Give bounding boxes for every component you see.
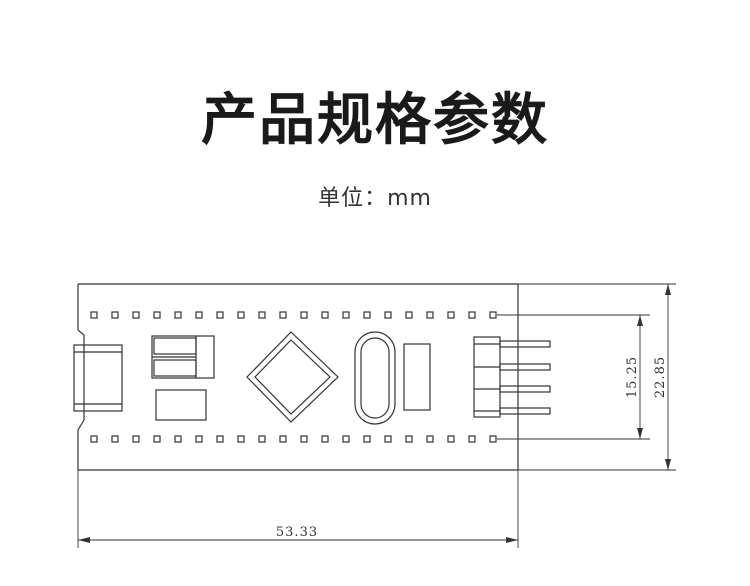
- bottom-pin-row: [90, 435, 497, 443]
- dimension-arrows: [78, 284, 671, 543]
- page-title: 产品规格参数: [201, 88, 549, 153]
- crystal-oscillator: [354, 331, 396, 425]
- width-dimension-label: 22.85: [653, 356, 668, 398]
- regulator-chip: [155, 389, 207, 421]
- button-component: [151, 335, 215, 379]
- length-dimension-label: 53.33: [276, 525, 318, 540]
- pin-span-dimension-label: 15.25: [625, 356, 640, 398]
- unit-label: 单位：mm: [318, 186, 432, 211]
- top-pin-row: [90, 311, 497, 319]
- small-chip: [403, 343, 431, 411]
- usb-connector: [73, 344, 123, 412]
- mcu-chip: [246, 331, 339, 423]
- dimension-lines: [77, 283, 676, 548]
- pin-header: [473, 336, 551, 418]
